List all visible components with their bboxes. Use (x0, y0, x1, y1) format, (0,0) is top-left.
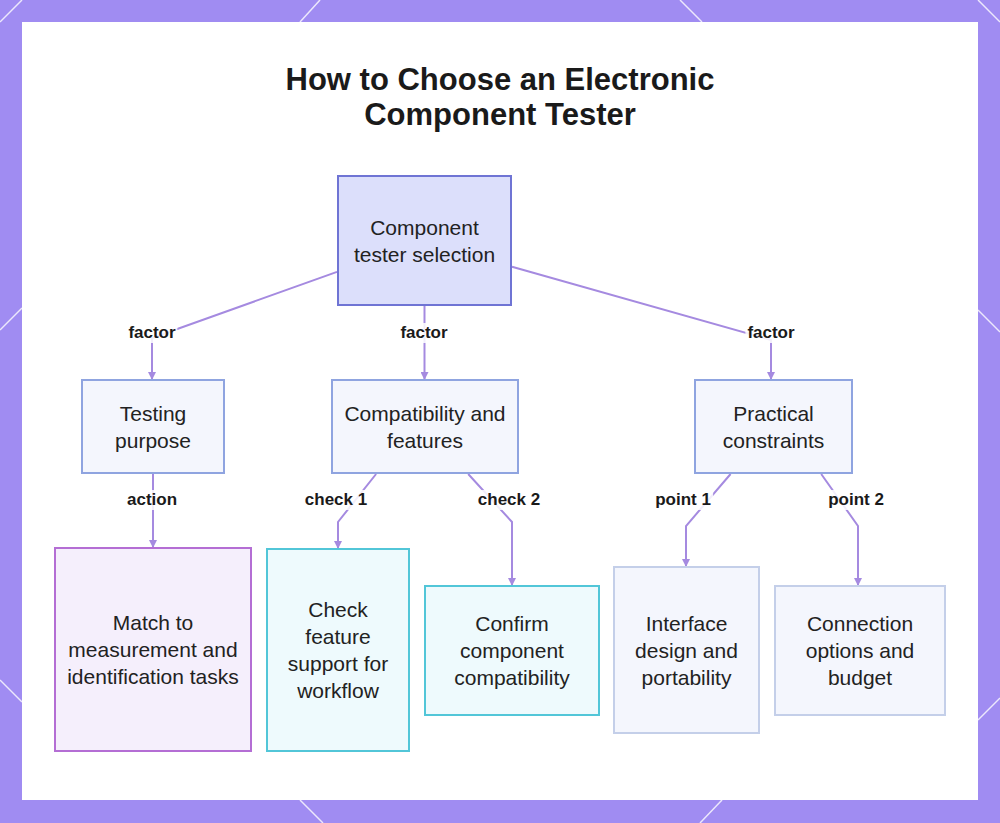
node-text: Match to measurement and identification … (62, 609, 244, 690)
node-text: Component tester selection (345, 214, 504, 268)
edge-label: factor (398, 323, 449, 343)
node-text: Practical constraints (702, 400, 845, 454)
connector-line (338, 474, 376, 548)
node-text: Compatibility and features (339, 400, 511, 454)
edge-label: action (125, 490, 179, 510)
detail-box: Check feature support for workflow (266, 548, 410, 752)
factor-box: Testing purpose (81, 379, 225, 474)
node-text: Confirm component compatibility (432, 610, 592, 691)
detail-box: Match to measurement and identification … (54, 547, 252, 752)
node-text: Connection options and budget (782, 610, 938, 691)
detail-box: Confirm component compatibility (424, 585, 600, 716)
edge-label: check 2 (476, 490, 542, 510)
detail-box: Connection options and budget (774, 585, 946, 716)
edge-label: check 1 (303, 490, 369, 510)
factor-box: Compatibility and features (331, 379, 519, 474)
edge-label: factor (126, 323, 177, 343)
connector-line (686, 474, 731, 566)
connector-line (512, 267, 771, 379)
diagram-title: How to Choose an Electronic Component Te… (200, 62, 800, 132)
edge-label: point 2 (826, 490, 886, 510)
node-text: Interface design and portability (621, 610, 752, 691)
edge-label: factor (745, 323, 796, 343)
node-text: Testing purpose (89, 400, 217, 454)
edge-label: point 1 (653, 490, 713, 510)
node-text: Check feature support for workflow (274, 596, 402, 704)
connector-line (152, 474, 154, 547)
detail-box: Interface design and portability (613, 566, 760, 734)
factor-box: Practical constraints (694, 379, 853, 474)
connector-line (152, 272, 337, 379)
root-box: Component tester selection (337, 175, 512, 306)
